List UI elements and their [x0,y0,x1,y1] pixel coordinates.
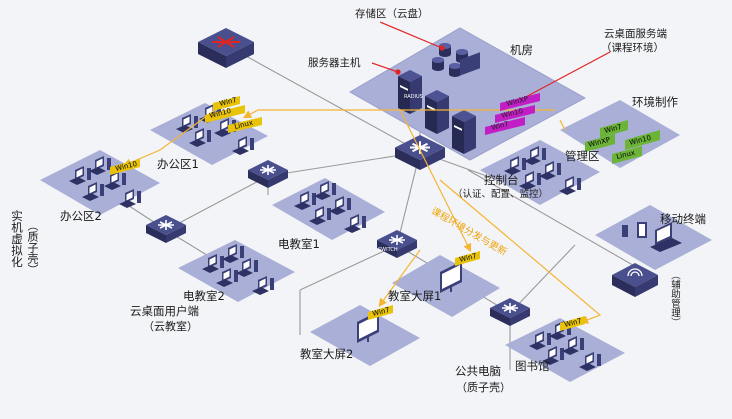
wireless-ap [612,263,658,297]
platform-mgmt [480,140,600,205]
label-office1: 办公区1 [157,157,199,171]
os-tags-env-make: Win7 Win10 WinXP Linux [585,120,660,164]
label-course-env: （课程环境） [601,42,664,54]
label-mobile-terminal: 移动终端 [660,212,706,226]
platform-env-make [560,100,680,168]
label-cloud-user: 云桌面用户端 [130,304,199,318]
platform-machine-room [348,27,587,161]
server-text: RADIUS [404,94,423,100]
switch-library [489,297,531,327]
mobile-devices [622,222,682,252]
distribution-arrows [122,109,602,324]
label-public-pc-sub: （质子壳） [456,381,511,394]
label-cloud-desktop-server: 云桌面服务端 [604,28,667,40]
label-machine-room: 机房 [510,43,533,57]
label-screen1: 教室大屏1 [388,289,442,303]
label-screen2: 教室大屏2 [300,347,354,361]
label-library: 图书馆 [515,359,550,373]
label-assist-mgmt: （辅助管理） [669,270,680,327]
label-server-host: 服务器主机 [308,57,361,69]
label-public-pc: 公共电脑 [455,364,501,378]
label-physical-virt-sub: （质子壳） [26,220,39,275]
label-console: 控制台 [484,173,519,187]
label-classroom2: 电教室2 [183,289,225,303]
label-cloud-user-sub: （云教室） [143,320,198,333]
label-env-make: 环境制作 [632,95,678,109]
label-mgmt-area: 管理区 [565,149,600,163]
os-tags-screens: Win7 Win7 Win7 [368,251,585,331]
label-classroom1: 电教室1 [278,237,320,251]
switch-text: SWITCH [378,247,398,253]
firewall [198,28,254,68]
os-tags-server: WinXP Win10 Win7 [485,93,540,135]
platform-mobile [595,205,712,270]
label-office2: 办公区2 [60,209,102,223]
label-console-sub: （认证、配置、监控） [453,189,549,200]
os-tags-office1: Win7 Win10 Linux [205,96,262,133]
storage-devices [432,43,480,77]
label-physical-virt: 实机虚拟化 [10,210,24,268]
label-storage: 存储区（云盘） [355,8,429,20]
